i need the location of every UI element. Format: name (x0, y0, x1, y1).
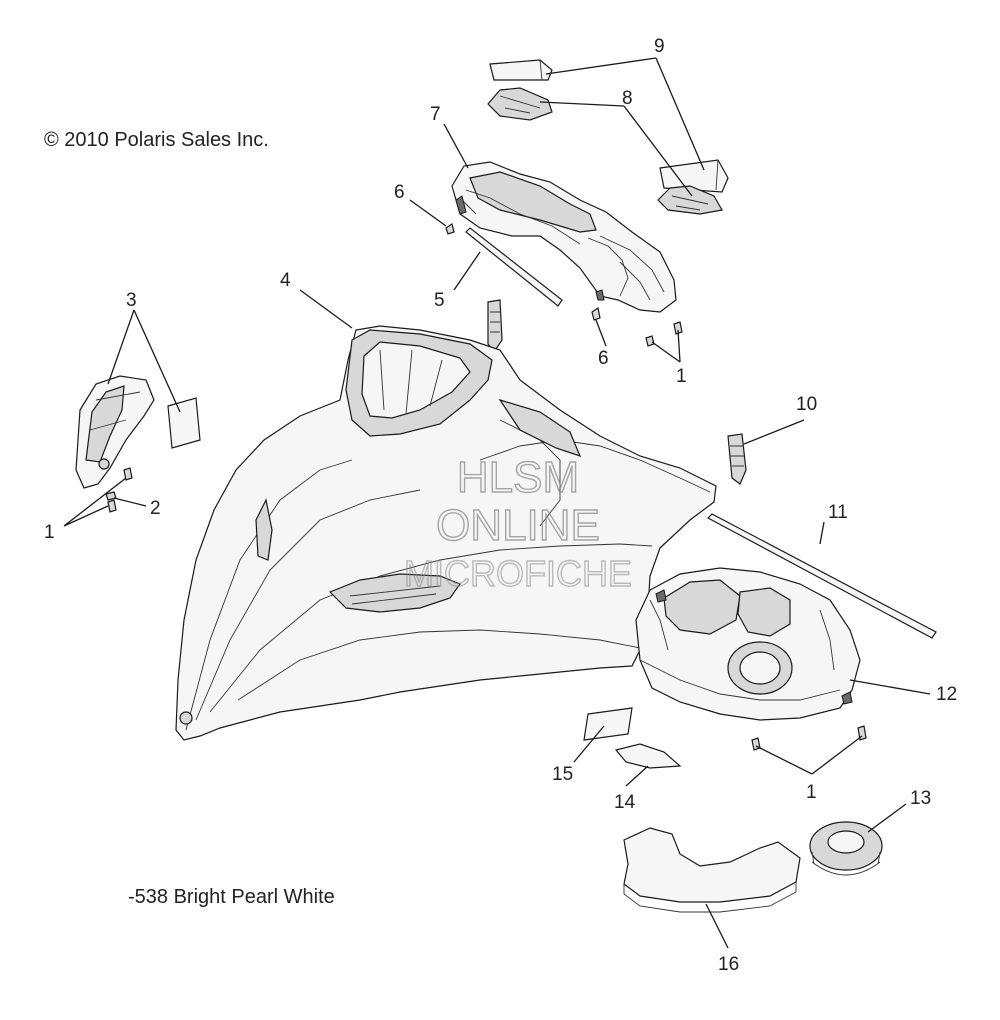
callout-16: 16 (718, 954, 739, 975)
callout-15: 15 (552, 764, 573, 785)
callout-6-top: 6 (394, 182, 405, 203)
part-10-bracket (727, 433, 747, 485)
part-12-storage-compartment (635, 567, 861, 721)
callout-1-top: 1 (676, 366, 687, 387)
callout-1-bottom: 1 (806, 782, 817, 803)
callout-7: 7 (430, 104, 441, 125)
callout-12: 12 (936, 684, 957, 705)
part-1-fasteners-top (645, 321, 683, 347)
part-9-pads (489, 59, 729, 193)
callout-2: 2 (150, 498, 161, 519)
callout-11: 11 (828, 502, 848, 523)
callout-5: 5 (434, 290, 445, 311)
part-13-grommet (809, 821, 883, 876)
part-5-strip (465, 227, 563, 307)
part-16-pad (623, 827, 801, 913)
part-3-side-pod (75, 375, 201, 489)
part-bracket-center (487, 299, 503, 354)
part-2-and-1-fasteners-left (105, 467, 133, 513)
color-note-text: -538 Bright Pearl White (128, 886, 335, 908)
callout-13: 13 (910, 788, 931, 809)
leader-lines (63, 57, 931, 949)
callout-8: 8 (622, 88, 633, 109)
part-7-console-panel (451, 161, 677, 313)
callout-10: 10 (796, 394, 817, 415)
watermark-line-3: MICROFICHE (404, 553, 632, 594)
callout-6-bottom: 6 (598, 348, 609, 369)
callout-labels: 9 8 7 6 5 6 1 4 3 2 1 10 11 12 1 15 14 1… (44, 36, 957, 975)
watermark-line-1: HLSM (457, 453, 579, 502)
part-11-strip (707, 513, 937, 639)
callout-9: 9 (654, 36, 665, 57)
callout-1-left: 1 (44, 522, 55, 543)
part-14-decal (614, 743, 682, 769)
copyright-text: © 2010 Polaris Sales Inc. (44, 129, 269, 151)
part-6-screws (445, 223, 601, 321)
callout-14: 14 (614, 792, 636, 813)
watermark-line-2: ONLINE (436, 501, 600, 550)
part-4-hood (175, 325, 717, 741)
callout-4: 4 (280, 270, 291, 291)
callout-3: 3 (126, 290, 137, 311)
part-8-brackets (487, 87, 723, 215)
part-15-decal (583, 707, 633, 741)
watermark: HLSM ONLINE MICROFICHE (403, 452, 632, 594)
